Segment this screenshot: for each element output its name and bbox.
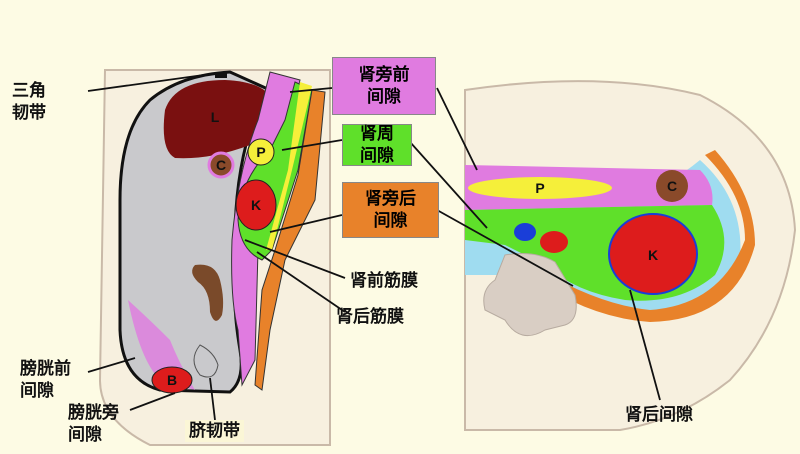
pancreas-axial-letter: P xyxy=(535,180,544,196)
colon-letter: C xyxy=(216,157,226,173)
kidney-letter: K xyxy=(251,197,261,213)
box-anterior-pararenal: 肾旁前 间隙 xyxy=(332,57,436,115)
label-posterior-renal-space: 肾后间隙 xyxy=(625,405,693,425)
sagittal-section xyxy=(98,69,331,446)
pointer-umbilical xyxy=(209,377,216,421)
label-triangular-ligament: 三角 韧带 xyxy=(12,81,46,123)
bladder xyxy=(151,366,193,394)
peritoneal-cavity xyxy=(118,70,273,394)
label-prevesical-space: 膀胱前 间隙 xyxy=(20,359,71,401)
pointer-perirenal-right xyxy=(409,141,488,229)
label-paravesical-space: 膀胱旁 间隙 xyxy=(68,403,119,445)
label-posterior-renal-fascia: 肾后筋膜 xyxy=(336,307,404,327)
label-anterior-renal-fascia: 肾前筋膜 xyxy=(350,271,418,291)
axial-section xyxy=(464,80,797,431)
pancreas xyxy=(247,138,275,166)
retroperitoneal-wall xyxy=(266,82,312,250)
pointer-paravesical xyxy=(129,392,176,411)
pointer-posterior-renal-space xyxy=(629,289,661,401)
pointer-anterior-pararenal-left xyxy=(289,87,333,93)
pointer-posterior-renal-fascia xyxy=(256,251,346,313)
pancreas-letter: P xyxy=(256,144,265,160)
umbilical-loop xyxy=(193,344,219,378)
box-perirenal: 肾周 间隙 xyxy=(342,124,412,166)
pancreas-axial xyxy=(468,177,612,199)
pointer-posterior-pararenal-left xyxy=(269,214,343,233)
pointer-prevesical xyxy=(87,357,136,373)
pointer-perirenal-left xyxy=(281,139,343,151)
kidney-axial-letter: K xyxy=(648,247,658,263)
colon xyxy=(207,151,235,179)
bowel-mesentery xyxy=(192,264,224,321)
pointer-posterior-pararenal-right xyxy=(436,209,574,287)
vessel-blue xyxy=(514,223,536,241)
liver-letter: L xyxy=(211,109,220,125)
vessel-red xyxy=(540,231,568,253)
pointer-triangular-ligament xyxy=(87,72,219,92)
kidney xyxy=(235,179,277,231)
pointer-anterior-renal-fascia xyxy=(244,239,346,279)
liver xyxy=(163,80,273,159)
triangular-ligament-marker xyxy=(215,72,227,78)
pointer-anterior-pararenal-right xyxy=(436,87,478,171)
box-posterior-pararenal: 肾旁后 间隙 xyxy=(342,182,439,238)
bladder-letter: B xyxy=(167,372,177,388)
posterior-pararenal-strip xyxy=(254,89,326,391)
colon-axial-letter: C xyxy=(667,178,677,194)
kidney-axial xyxy=(608,213,698,295)
label-umbilical-ligament: 脐韧带 xyxy=(185,420,244,442)
colon-axial xyxy=(656,170,688,202)
pointer-lines xyxy=(87,72,661,421)
